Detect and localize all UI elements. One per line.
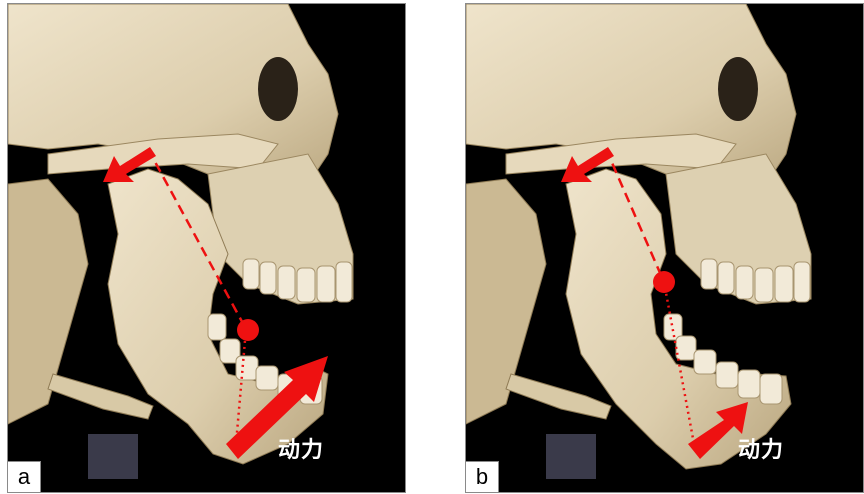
rotation-center-dot [237, 319, 259, 341]
hyoid-bone [506, 374, 611, 419]
orbit [258, 57, 298, 121]
hyoid-bone [48, 374, 153, 419]
skull-illustration-a [8, 4, 405, 492]
orbit [718, 57, 758, 121]
cartilage-region [88, 434, 138, 479]
force-label: 动力 [738, 432, 784, 464]
panel-a: 动力 a [7, 3, 406, 493]
skull-illustration-b [466, 4, 863, 492]
rotation-center-dot [653, 271, 675, 293]
force-label: 动力 [278, 432, 324, 464]
cartilage-region [546, 434, 596, 479]
panel-letter: a [8, 461, 41, 492]
panel-letter: b [466, 461, 499, 492]
panel-b: 动力 b [465, 3, 864, 493]
